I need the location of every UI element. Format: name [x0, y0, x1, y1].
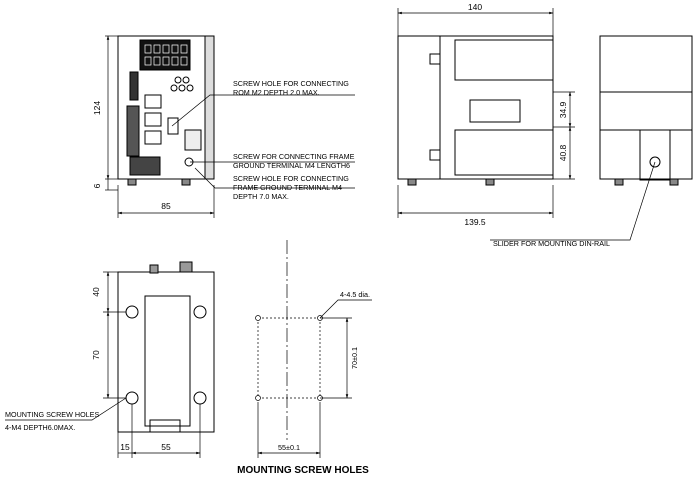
dim-holes-dia: 4-4.5 dia.	[340, 290, 370, 299]
mounting-holes	[255, 240, 372, 458]
side-view	[397, 35, 554, 186]
slider-leader	[490, 161, 656, 241]
rear-view	[599, 35, 693, 186]
dim-front-bottom: 6	[92, 183, 102, 188]
note-mount-line2: 4-M4 DEPTH6.0MAX.	[5, 423, 75, 432]
note-rom-line2: ROM M2 DEPTH 2.0 MAX.	[233, 88, 320, 97]
note-fg1-line2: GROUND TERMINAL M4 LENGTH6	[233, 161, 350, 170]
dim-bottom-top: 40	[91, 287, 101, 297]
dim-bottom-55: 55	[161, 442, 171, 452]
note-slider: SLIDER FOR MOUNTING DIN-RAIL	[493, 239, 610, 248]
note-fg2-line2: FRAME GROUND TERMINAL M4	[233, 183, 342, 192]
dim-side-h2: 40.8	[558, 144, 568, 161]
drawing-title: MOUNTING SCREW HOLES	[237, 465, 369, 476]
dim-front-width: 85	[161, 201, 171, 211]
dim-holes-v: 70±0.1	[350, 347, 359, 369]
side-dimensions	[397, 8, 575, 218]
note-fg2-line3: DEPTH 7.0 MAX.	[233, 192, 289, 201]
bottom-view	[117, 261, 215, 433]
dim-side-bottom-width: 139.5	[464, 217, 486, 227]
front-dimensions	[105, 35, 355, 218]
note-rom-line1: SCREW HOLE FOR CONNECTING	[233, 79, 349, 88]
dim-holes-h: 55±0.1	[278, 443, 300, 452]
dim-side-h1: 34.9	[558, 101, 568, 118]
note-fg2-line1: SCREW HOLE FOR CONNECTING	[233, 174, 349, 183]
note-fg1-line1: SCREW FOR CONNECTING FRAME	[233, 152, 355, 161]
front-view	[117, 35, 215, 186]
dim-bottom-70: 70	[91, 350, 101, 360]
dim-side-width: 140	[468, 2, 482, 12]
note-mount-line1: MOUNTING SCREW HOLES	[5, 410, 99, 419]
dim-bottom-15: 15	[120, 442, 130, 452]
dim-front-height: 124	[92, 101, 102, 115]
bottom-dimensions	[5, 271, 201, 458]
